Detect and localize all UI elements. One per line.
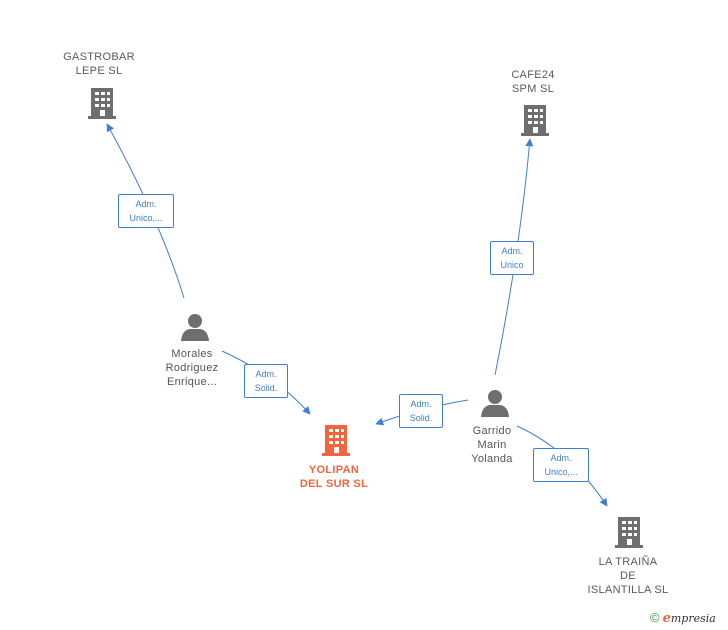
node-label-line: CAFE24 (511, 69, 555, 81)
node-label-line: DEL SUR SL (299, 478, 369, 490)
node-label-gastrobar[interactable]: GASTROBAR LEPE SL (49, 50, 149, 78)
node-label-line: DE (620, 570, 636, 582)
node-label-line: LA TRAIÑA (598, 556, 658, 568)
edge-label-line: Unico,... (129, 213, 163, 223)
building-icon[interactable] (519, 103, 551, 137)
edge-label-line: Adm. (550, 453, 572, 463)
node-label-latraina[interactable]: LA TRAIÑA DE ISLANTILLA SL (573, 555, 683, 597)
edge-label-line: Solid. (254, 383, 278, 393)
node-label-yolipan[interactable]: YOLIPAN DEL SUR SL (274, 463, 394, 491)
node-label-line: YOLIPAN (308, 464, 360, 476)
edge-label-line: Unico,... (544, 467, 578, 477)
edge-label-line: Unico (500, 260, 524, 270)
building-icon[interactable] (613, 515, 645, 549)
person-icon[interactable] (480, 388, 510, 418)
edge-label-garrido-latraina[interactable]: Adm. Unico,... (533, 448, 589, 482)
building-icon[interactable] (320, 423, 352, 457)
node-label-line: Yolanda (471, 453, 513, 465)
edge-label-garrido-yolipan[interactable]: Adm. Solid. (399, 394, 443, 428)
building-icon[interactable] (86, 86, 118, 120)
edge-label-line: Adm. (410, 399, 432, 409)
edge-label-line: Adm. (501, 246, 523, 256)
node-label-line: SPM SL (511, 83, 555, 95)
node-label-line: Marin (477, 439, 507, 451)
brand-logo-initial: e (662, 611, 671, 626)
person-icon[interactable] (180, 312, 210, 342)
node-label-line: GASTROBAR (63, 51, 135, 63)
node-label-cafe24[interactable]: CAFE24 SPM SL (483, 68, 583, 96)
edge-label-garrido-cafe24[interactable]: Adm. Unico (490, 241, 534, 275)
edge-label-morales-yolipan[interactable]: Adm. Solid. (244, 364, 288, 398)
brand-logo-text: mpresia (670, 612, 716, 625)
edge-label-line: Adm. (255, 369, 277, 379)
footer-brand: ©empresia (650, 610, 716, 626)
node-label-line: ISLANTILLA SL (587, 584, 669, 596)
node-label-morales[interactable]: Morales Rodriguez Enrique... (142, 347, 242, 389)
edge-label-morales-gastrobar[interactable]: Adm. Unico,... (118, 194, 174, 228)
node-label-line: Garrido (472, 425, 512, 437)
node-label-line: Rodriguez (165, 362, 219, 374)
copyright-icon: © (650, 610, 660, 625)
node-label-line: Morales (171, 348, 213, 360)
node-label-garrido[interactable]: Garrido Marin Yolanda (442, 424, 542, 466)
edge-label-line: Adm. (135, 199, 157, 209)
edge-label-line: Solid. (409, 413, 433, 423)
node-label-line: LEPE SL (75, 65, 123, 77)
node-label-line: Enrique... (166, 376, 218, 388)
